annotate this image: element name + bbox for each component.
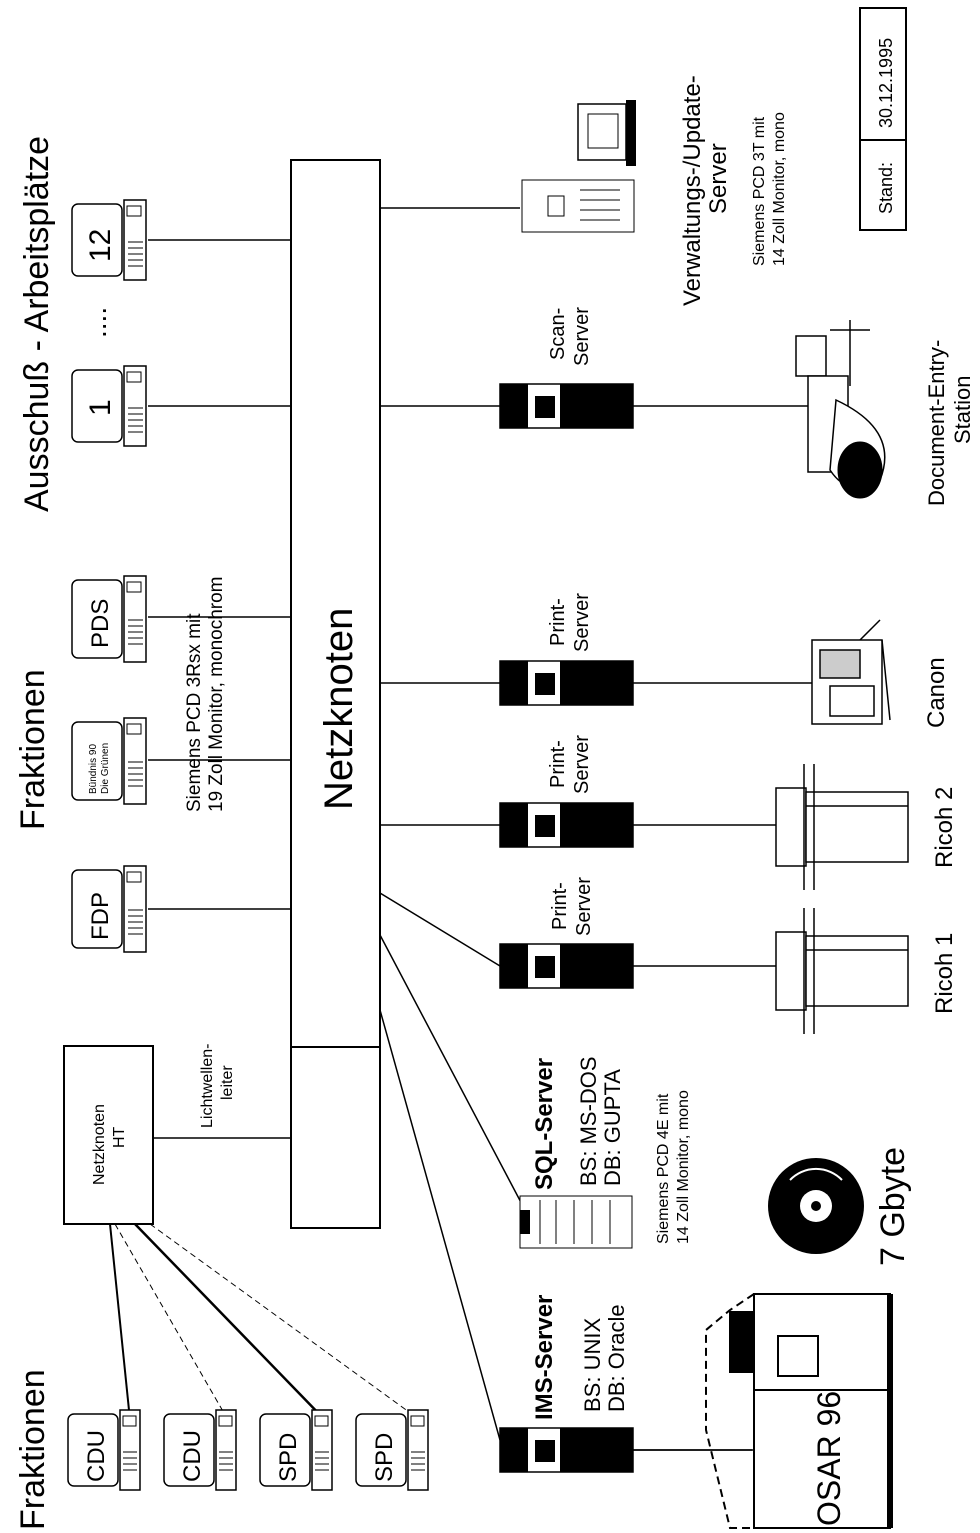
terminal-spd-2-label: SPD	[371, 1433, 398, 1482]
ricoh-2-copier	[775, 764, 909, 890]
terminal-gruene: Bündnis 90 Die Grünen	[71, 717, 147, 805]
central-hub: Netzknoten	[290, 159, 381, 1229]
fiber-label-line2: leiter	[219, 1065, 236, 1100]
terminal-ausschuss-12-label: 12	[84, 229, 117, 262]
heading-ausschuss: Ausschuß - Arbeitsplätze	[18, 136, 56, 512]
terminal-cdu-2: CDU	[163, 1409, 237, 1491]
sql-server-unit	[519, 1195, 633, 1249]
terminal-gruene-line2: Die Grünen	[100, 743, 111, 794]
document-entry-line2: Station	[950, 376, 975, 445]
update-server-line1: Verwaltungs-/Update-	[679, 75, 706, 306]
terminal-ausschuss-1: 1	[71, 365, 147, 447]
print-server-canon-line1: Print-	[547, 598, 569, 646]
terminal-cdu-2-label: CDU	[179, 1430, 206, 1482]
terminal-fdp-label: FDP	[87, 892, 114, 940]
fraktion-pc-line2: 19 Zoll Monitor, monochrom	[206, 577, 227, 813]
heading-fraktionen-left: Fraktionen	[14, 1369, 52, 1530]
ims-server-bs: BS: UNIX	[580, 1318, 605, 1412]
print-server-ricoh2-tower	[499, 802, 634, 848]
print-server-canon-line2: Server	[571, 593, 593, 652]
server-links	[379, 207, 820, 1451]
scan-server-tower	[499, 383, 634, 429]
fraktion-pc-line1: Siemens PCD 3Rsx mit	[184, 613, 205, 812]
ricoh-1-copier	[775, 908, 909, 1034]
print-server-ricoh1-line1: Print-	[549, 882, 571, 930]
canon-printer	[811, 619, 891, 725]
sql-server-db: DB: GUPTA	[600, 1069, 625, 1186]
update-server-pc	[521, 100, 636, 233]
ims-server-title: IMS-Server	[531, 1295, 558, 1420]
print-server-ricoh2-line1: Print-	[547, 740, 569, 788]
ims-server-db: DB: Oracle	[604, 1304, 629, 1412]
print-server-ricoh1-tower	[499, 943, 634, 989]
ausschuss-dots: ....	[81, 307, 112, 338]
terminal-pds-label: PDS	[87, 599, 114, 648]
remote-links	[109, 1223, 421, 1421]
hub-label: Netzknoten	[317, 608, 361, 810]
update-server-pc2: 14 Zoll Monitor, mono	[771, 112, 788, 266]
terminal-ausschuss-1-label: 1	[84, 399, 117, 416]
heading-fraktionen-mid: Fraktionen	[14, 669, 52, 830]
terminal-cdu-1-label: CDU	[83, 1430, 110, 1482]
sql-server-bs: BS: MS-DOS	[576, 1056, 601, 1186]
terminal-spd-1-label: SPD	[275, 1433, 302, 1482]
ricoh-1-label: Ricoh 1	[931, 933, 958, 1014]
terminal-links	[148, 239, 291, 910]
sql-server-pc1: Siemens PCD 4E mit	[655, 1093, 672, 1244]
print-server-ricoh2-line2: Server	[571, 735, 593, 794]
document-entry-scanner	[795, 320, 886, 499]
fiber-label-line1: Lichtwellen-	[199, 1044, 216, 1128]
remote-hub-line1: Netzknoten	[91, 1104, 108, 1185]
scan-server-line2: Server	[571, 307, 593, 366]
stand-label: Stand:	[876, 162, 896, 214]
canon-label: Canon	[923, 657, 950, 728]
storage-label: 7 Gbyte	[874, 1147, 912, 1266]
scan-server-line1: Scan-	[547, 308, 569, 360]
sql-server-title: SQL-Server	[531, 1058, 558, 1190]
document-entry-line1: Document-Entry-	[924, 340, 949, 506]
remote-hub-line2: HT	[111, 1126, 128, 1148]
terminal-spd-1: SPD	[259, 1409, 333, 1491]
ims-server-tower	[499, 1427, 634, 1473]
sql-server-pc2: 14 Zoll Monitor, mono	[675, 1090, 692, 1244]
terminal-spd-2: SPD	[355, 1409, 429, 1491]
remote-hub: Netzknoten HT	[63, 1045, 154, 1225]
update-server-pc1: Siemens PCD 3T mit	[751, 116, 768, 266]
terminal-ausschuss-12: 12	[71, 199, 147, 281]
stand-date: 30.12.1995	[876, 38, 896, 128]
osar-archive	[705, 1293, 893, 1529]
ricoh-2-label: Ricoh 2	[931, 787, 958, 868]
terminal-cdu-1: CDU	[67, 1409, 141, 1491]
stand-box: Stand: 30.12.1995	[859, 7, 907, 231]
terminal-gruene-line1: Bündnis 90	[88, 744, 99, 794]
print-server-canon-tower	[499, 660, 634, 706]
disc-icon	[768, 1158, 864, 1254]
print-server-ricoh1-line2: Server	[573, 877, 595, 936]
osar-label: OSAR 96	[811, 1391, 847, 1526]
terminal-pds: PDS	[71, 575, 147, 663]
update-server-line2: Server	[705, 143, 732, 214]
terminal-fdp: FDP	[71, 865, 147, 953]
